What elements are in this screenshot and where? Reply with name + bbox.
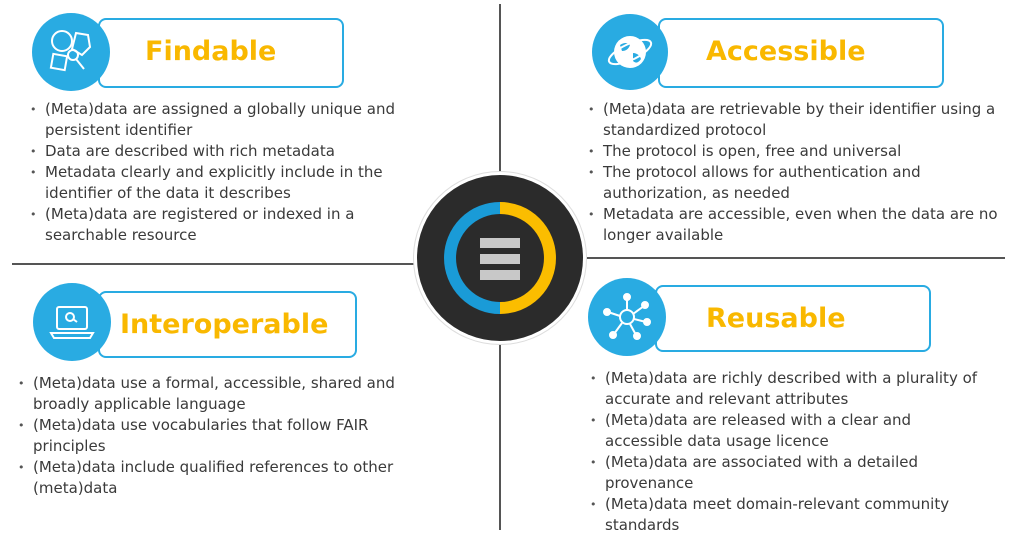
list-item: (Meta)data use vocabularies that follow … <box>18 415 428 457</box>
search-shapes-icon <box>32 13 110 91</box>
list-item: (Meta)data are retrievable by their iden… <box>588 99 998 141</box>
accessible-title: Accessible <box>706 36 866 67</box>
globe-icon <box>592 14 668 90</box>
list-item: Data are described with rich metadata <box>30 141 420 162</box>
list-item: (Meta)data are associated with a detaile… <box>590 452 990 494</box>
list-item: (Meta)data are released with a clear and… <box>590 410 990 452</box>
reusable-title: Reusable <box>706 303 846 334</box>
findable-list: (Meta)data are assigned a globally uniqu… <box>30 99 420 246</box>
reusable-header <box>655 285 931 352</box>
list-item: Metadata are accessible, even when the d… <box>588 204 998 246</box>
divider-vertical-bottom <box>499 342 501 530</box>
list-item: (Meta)data use a formal, accessible, sha… <box>18 373 428 415</box>
findable-header <box>98 18 344 88</box>
reusable-list: (Meta)data are richly described with a p… <box>590 368 990 536</box>
fair-center-logo <box>417 175 583 341</box>
accessible-header <box>658 18 944 88</box>
list-item: (Meta)data are richly described with a p… <box>590 368 990 410</box>
interoperable-list: (Meta)data use a formal, accessible, sha… <box>18 373 428 499</box>
laptop-icon <box>33 283 111 361</box>
list-item: (Meta)data are registered or indexed in … <box>30 204 420 246</box>
divider-horizontal-left <box>12 263 417 265</box>
findable-title: Findable <box>145 36 277 67</box>
list-item: Metadata clearly and explicitly include … <box>30 162 420 204</box>
divider-horizontal-right <box>585 257 1005 259</box>
accessible-list: (Meta)data are retrievable by their iden… <box>588 99 998 246</box>
interoperable-title: Interoperable <box>120 309 329 340</box>
list-item: (Meta)data include qualified references … <box>18 457 428 499</box>
interoperable-header <box>98 291 357 358</box>
list-item: (Meta)data meet domain-relevant communit… <box>590 494 990 536</box>
network-icon <box>588 278 666 356</box>
list-item: The protocol allows for authentication a… <box>588 162 998 204</box>
divider-vertical-top <box>499 4 501 176</box>
list-item: (Meta)data are assigned a globally uniqu… <box>30 99 420 141</box>
list-item: The protocol is open, free and universal <box>588 141 998 162</box>
